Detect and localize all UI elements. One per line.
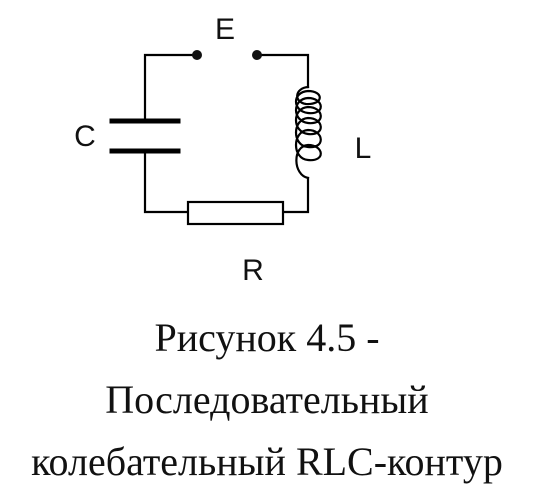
capacitor bbox=[109, 118, 181, 154]
wire-left-lower bbox=[143, 149, 190, 214]
wire-left bbox=[143, 53, 199, 123]
resistor bbox=[186, 200, 285, 226]
source-contact-right bbox=[252, 50, 262, 60]
wire-right-lower bbox=[281, 176, 310, 214]
label-resistor-r: R bbox=[242, 254, 264, 287]
label-capacitor-c: C bbox=[74, 120, 96, 153]
wire-right bbox=[255, 53, 310, 89]
figure-caption-line-2: колебательный RLC-контур bbox=[31, 439, 503, 484]
inductor-coil bbox=[294, 85, 322, 180]
figure-caption-title: Рисунок 4.5 - bbox=[154, 315, 380, 360]
label-inductor-l: L bbox=[355, 132, 372, 165]
figure-caption-line-1: Последовательный bbox=[105, 377, 429, 422]
source-contact-left bbox=[192, 50, 202, 60]
label-source-e: E bbox=[215, 13, 235, 46]
